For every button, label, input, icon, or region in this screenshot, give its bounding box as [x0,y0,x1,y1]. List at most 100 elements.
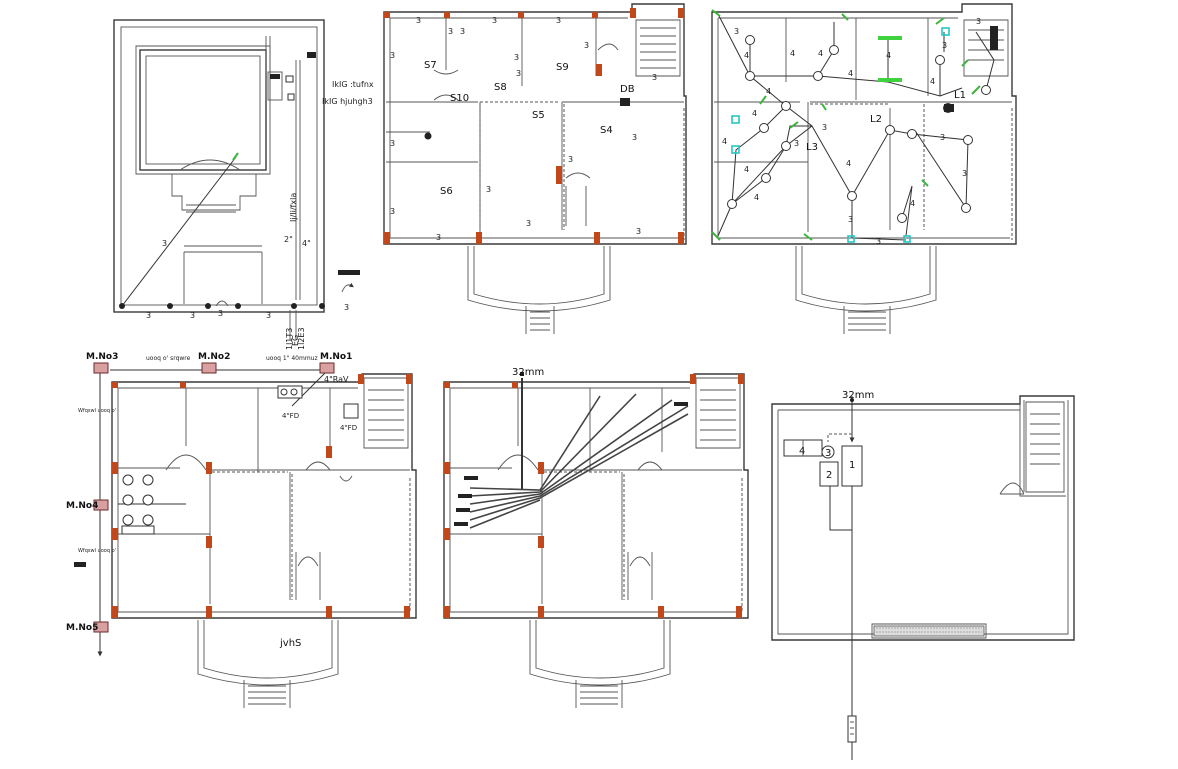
switch-label: S5 [532,110,545,121]
tank-label-3: 3 [825,448,831,459]
pipe-note: uooq o' srqwre [146,355,191,362]
svg-text:3: 3 [584,41,589,50]
svg-text:3: 3 [514,53,519,62]
svg-text:4: 4 [930,77,935,86]
manhole-label: M.No5 [66,623,98,633]
svg-text:3: 3 [492,16,497,25]
svg-text:4: 4 [910,199,915,208]
svg-text:3: 3 [390,139,395,148]
switch-label: S10 [450,93,469,104]
svg-text:3: 3 [460,27,465,36]
svg-text:3: 3 [876,237,881,246]
conduit-runs [454,372,689,529]
manhole-label: M.No3 [86,352,118,362]
lighting-plan: L1 L2 L3 3 4 4 4 4 4 4 4 3 3 4 4 3 3 4 4… [711,3,1017,334]
svg-text:3: 3 [940,133,945,142]
site-vnote-1: Ij/Ii/fxla [289,193,298,222]
plumbing-columns [112,374,412,618]
roof-tank-plan: 32mm 1 2 3 4 [771,390,1075,760]
site-vnote-4: 1l1T3 [285,328,294,350]
distribution-board-label: DB [620,84,635,95]
svg-text:4: 4 [886,51,891,60]
light-circuit-label: L1 [954,90,966,101]
tank-label-2: 2 [826,470,832,481]
manhole-label: M.No1 [320,352,352,362]
pipe-note: Wfqswl uooq o' [78,548,116,554]
svg-text:3: 3 [516,69,521,78]
pipe-note: 4"FD [282,412,299,420]
svg-text:3: 3 [942,41,947,50]
switch-label: S8 [494,82,507,93]
svg-text:3: 3 [556,16,561,25]
site-note-2: IkIG hjuhgh3 [322,97,373,106]
site-note-1: IkIG :tufnx [332,80,374,89]
site-wire-label: 3 [218,309,223,318]
svg-text:4: 4 [846,159,851,168]
svg-text:4: 4 [744,165,749,174]
switch-label: S4 [600,125,613,136]
site-vnote-5: EG [291,335,300,346]
svg-text:3: 3 [568,155,573,164]
tank-label-1: 1 [849,460,855,471]
svg-text:3: 3 [448,27,453,36]
pipe-note: 4"RaV [324,375,349,384]
pipe-note: uooq 1" 40mmuz [266,355,318,362]
pipe-note: 4"FD [340,424,357,432]
svg-text:3: 3 [436,233,441,242]
conduit-size-label: 32mm [512,367,544,378]
svg-text:4: 4 [790,49,795,58]
porch-label: jvhS [279,638,301,649]
site-wire-label: 3 [190,311,195,320]
svg-text:4: 4 [848,69,853,78]
light-points [727,35,991,223]
site-vnote-3: 4" [302,239,311,248]
svg-text:3: 3 [390,207,395,216]
svg-text:3: 3 [794,139,799,148]
conduit-columns [444,374,744,618]
site-vnote-6: 1l2E3 [297,327,306,350]
svg-text:3: 3 [822,123,827,132]
svg-text:3: 3 [390,51,395,60]
svg-text:4: 4 [766,87,771,96]
switch-plan: S7 S8 S9 S10 S5 DB S4 S6 3 3 3 3 3 3 3 3… [383,3,687,334]
svg-text:3: 3 [632,133,637,142]
switch-plan-columns [384,8,684,244]
svg-text:3: 3 [486,185,491,194]
roof-size-label: 32mm [842,390,874,401]
switch-label: S7 [424,60,437,71]
svg-text:4: 4 [818,49,823,58]
svg-text:4: 4 [752,109,757,118]
site-wire-label: 3 [266,311,271,320]
switch-count-labels: 3 3 3 3 3 3 3 3 3 3 3 3 3 3 3 3 3 3 [390,16,657,242]
svg-text:4: 4 [722,137,727,146]
plumbing-fixtures [121,385,359,535]
site-vnote-2: 2" [284,235,293,244]
plumbing-plan: M.No3 M.No2 M.No1 M.No4 M.No5 uooq o' sr… [66,352,417,708]
svg-text:3: 3 [848,215,853,224]
site-wire-label: 3 [162,239,167,248]
svg-text:3: 3 [976,17,981,26]
manhole-label: M.No2 [198,352,230,362]
svg-text:3: 3 [652,73,657,82]
switch-label: S6 [440,186,453,197]
site-plan: IkIG :tufnx IkIG hjuhgh3 Ij/Ii/fxla 2" 4… [113,19,374,350]
site-wire-label: 3 [344,303,349,312]
pipe-note: Wfqswl uooq o' [78,408,116,414]
fan-and-tube-fixtures [711,9,981,243]
svg-text:3: 3 [734,27,739,36]
switch-label: S9 [556,62,569,73]
svg-text:4: 4 [744,51,749,60]
svg-text:3: 3 [416,16,421,25]
svg-text:3: 3 [526,219,531,228]
tank-label-4: 4 [799,446,805,457]
manhole-label: M.No4 [66,501,98,511]
svg-text:4: 4 [754,193,759,202]
svg-text:3: 3 [962,169,967,178]
conduit-plan: 32mm [443,367,749,708]
site-wire-label: 3 [146,311,151,320]
lighting-count-labels: 3 4 4 4 4 4 4 4 3 3 4 4 3 3 4 4 3 4 3 3 … [722,17,981,246]
light-circuit-label: L2 [870,114,882,125]
light-circuit-label: L3 [806,142,818,153]
svg-text:3: 3 [636,227,641,236]
